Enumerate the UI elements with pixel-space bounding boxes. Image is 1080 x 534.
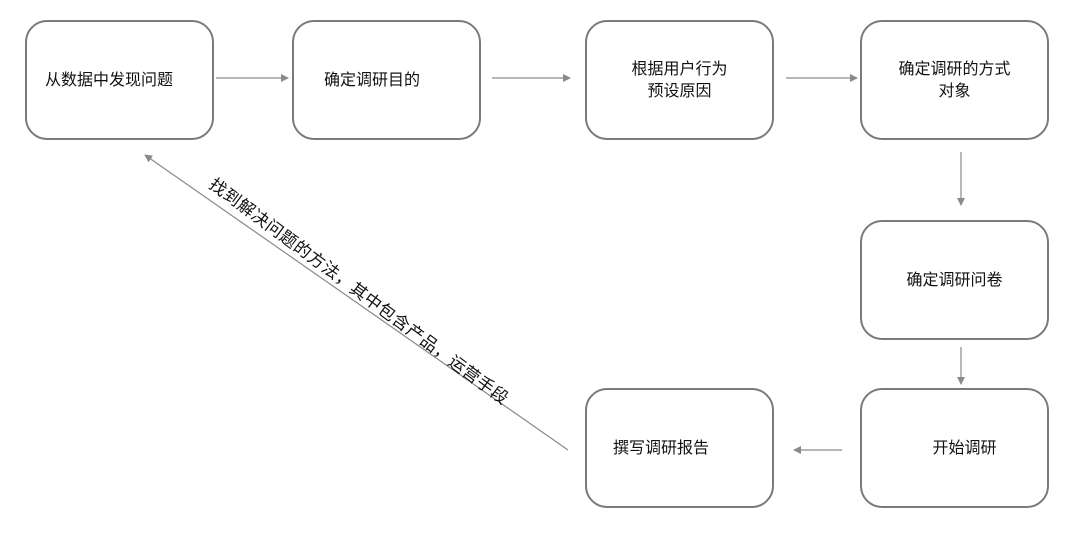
- step-define-goal: 确定调研目的: [292, 20, 481, 140]
- step-hypothesize-cause: 根据用户行为 预设原因: [585, 20, 774, 140]
- step-questionnaire-label: 确定调研问卷: [906, 270, 1003, 289]
- step-start-research-label: 开始调研: [932, 438, 997, 457]
- step-write-report-label: 撰写调研报告: [613, 438, 710, 457]
- step-find-problem-label: 从数据中发现问题: [45, 70, 174, 89]
- step-define-method-label: 确定调研的方式 对象: [898, 59, 1011, 100]
- step-write-report: 撰写调研报告: [585, 388, 774, 508]
- step-start-research: 开始调研: [860, 388, 1049, 508]
- step-hypothesize-cause-label: 根据用户行为 预设原因: [631, 59, 728, 100]
- arrow-feedback-n7-to-n1: [144, 154, 569, 451]
- step-questionnaire: 确定调研问卷: [860, 220, 1049, 340]
- step-define-goal-label: 确定调研目的: [324, 70, 421, 89]
- step-find-problem: 从数据中发现问题: [25, 20, 214, 140]
- step-define-method: 确定调研的方式 对象: [860, 20, 1049, 140]
